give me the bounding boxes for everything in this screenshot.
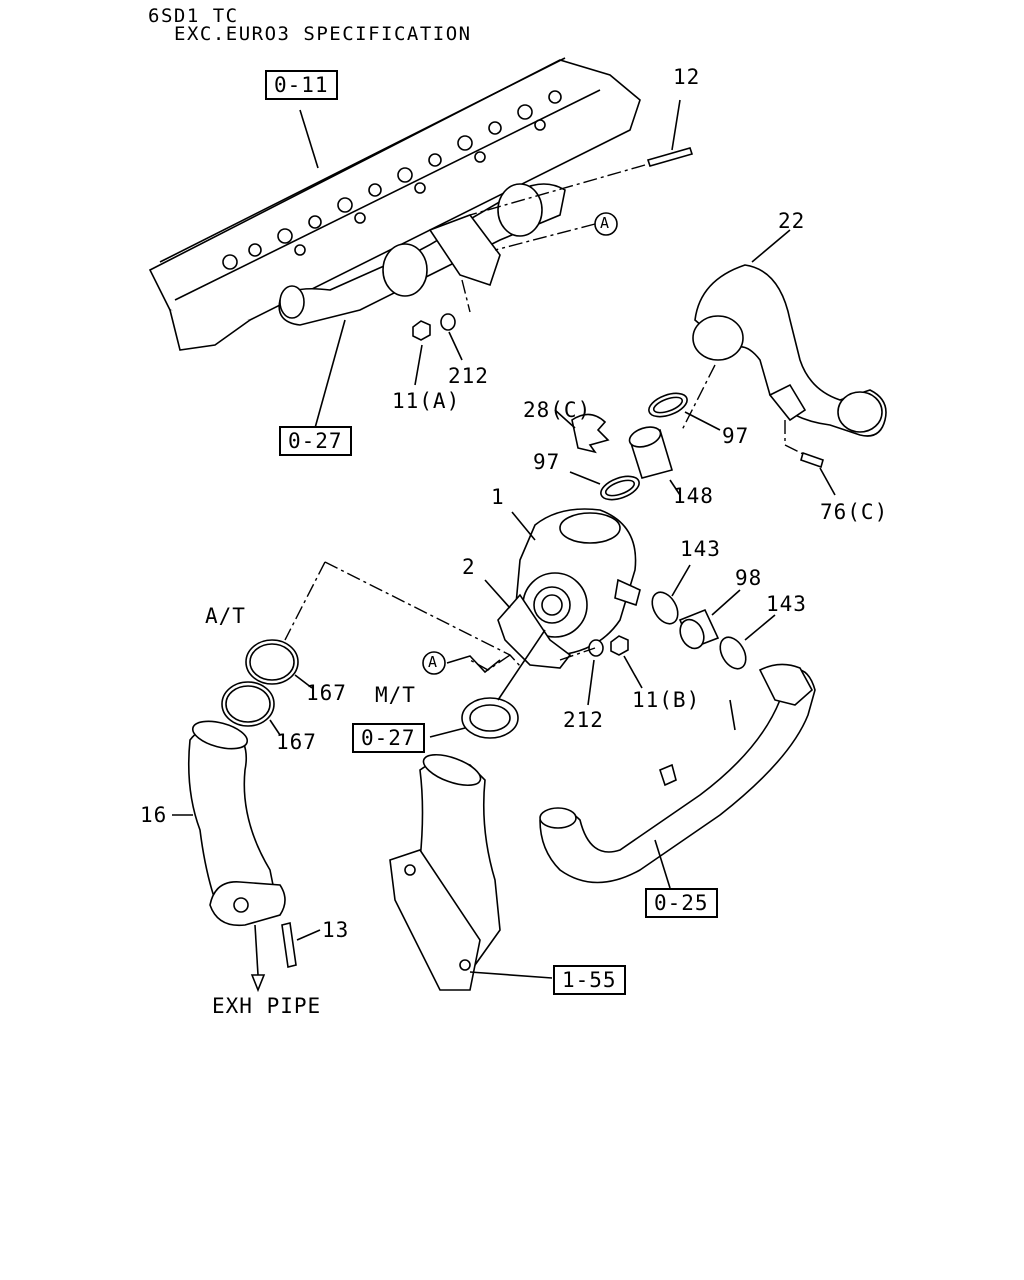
model-heading: 6SD1 TC <box>148 5 239 27</box>
part-167-o-ring-lower <box>221 681 281 736</box>
ref-box-0-11[interactable]: 0-11 <box>265 70 338 100</box>
part-1-turbocharger <box>511 508 641 656</box>
part-28c-clip <box>554 409 610 454</box>
part-148-hose <box>628 426 681 496</box>
callout-148: 148 <box>673 484 714 508</box>
callout-2: 2 <box>462 555 476 579</box>
part-13-stud <box>281 922 321 968</box>
part-167-o-ring-upper <box>245 639 313 689</box>
part-22-intake-pipe <box>681 229 887 496</box>
part-97-clamp-lower <box>569 471 640 501</box>
note-exh-pipe: EXH PIPE <box>212 994 322 1018</box>
callout-167-b: 167 <box>276 730 317 754</box>
callout-11b: 11(B) <box>632 688 701 712</box>
callout-1: 1 <box>491 485 505 509</box>
callout-167-a: 167 <box>306 681 347 705</box>
callout-12: 12 <box>673 65 701 89</box>
intake-tube-0-25 <box>539 663 816 889</box>
part-11a-nut-212-washer-top <box>412 279 471 386</box>
ref-box-1-55[interactable]: 1-55 <box>553 965 626 995</box>
part-2-bracket <box>484 579 572 669</box>
callout-97-right: 97 <box>722 424 750 448</box>
part-97-clamp-upper <box>648 392 721 431</box>
marker-a-top-letter: A <box>600 214 610 232</box>
part-16-exhaust-pipe <box>172 720 286 993</box>
part-12-stud <box>646 99 694 167</box>
callout-97-left: 97 <box>533 450 561 474</box>
note-mt: M/T <box>375 683 416 707</box>
marker-a-mid <box>422 651 446 675</box>
exhaust-elbow-assembly <box>389 753 553 991</box>
exhaust-gasket-ring <box>429 629 546 739</box>
part-11b-nut-212-washer-mid <box>559 635 643 706</box>
specification-heading: EXC.EURO3 SPECIFICATION <box>174 23 472 45</box>
callout-16: 16 <box>140 803 168 827</box>
part-143-clamp-a <box>651 564 691 625</box>
marker-a-mid-letter: A <box>428 653 438 671</box>
ref-box-0-25[interactable]: 0-25 <box>645 888 718 918</box>
callout-98: 98 <box>735 566 763 590</box>
part-98-hose <box>678 589 741 650</box>
part-143-clamp-b <box>719 614 776 670</box>
exhaust-manifold <box>278 183 566 326</box>
ref-box-0-27-top[interactable]: 0-27 <box>279 426 352 456</box>
callout-143-a: 143 <box>680 537 721 561</box>
cylinder-head <box>148 57 641 351</box>
callout-22: 22 <box>778 209 806 233</box>
callout-76c: 76(C) <box>820 500 889 524</box>
note-at: A/T <box>205 604 246 628</box>
callout-212-mid: 212 <box>563 708 604 732</box>
callout-28c: 28(C) <box>523 398 592 422</box>
callout-13: 13 <box>322 918 350 942</box>
callout-11a: 11(A) <box>392 389 461 413</box>
ref-box-0-27-mid[interactable]: 0-27 <box>352 723 425 753</box>
marker-a-top <box>594 212 618 236</box>
callout-143-b: 143 <box>766 592 807 616</box>
callout-212-top: 212 <box>448 364 489 388</box>
